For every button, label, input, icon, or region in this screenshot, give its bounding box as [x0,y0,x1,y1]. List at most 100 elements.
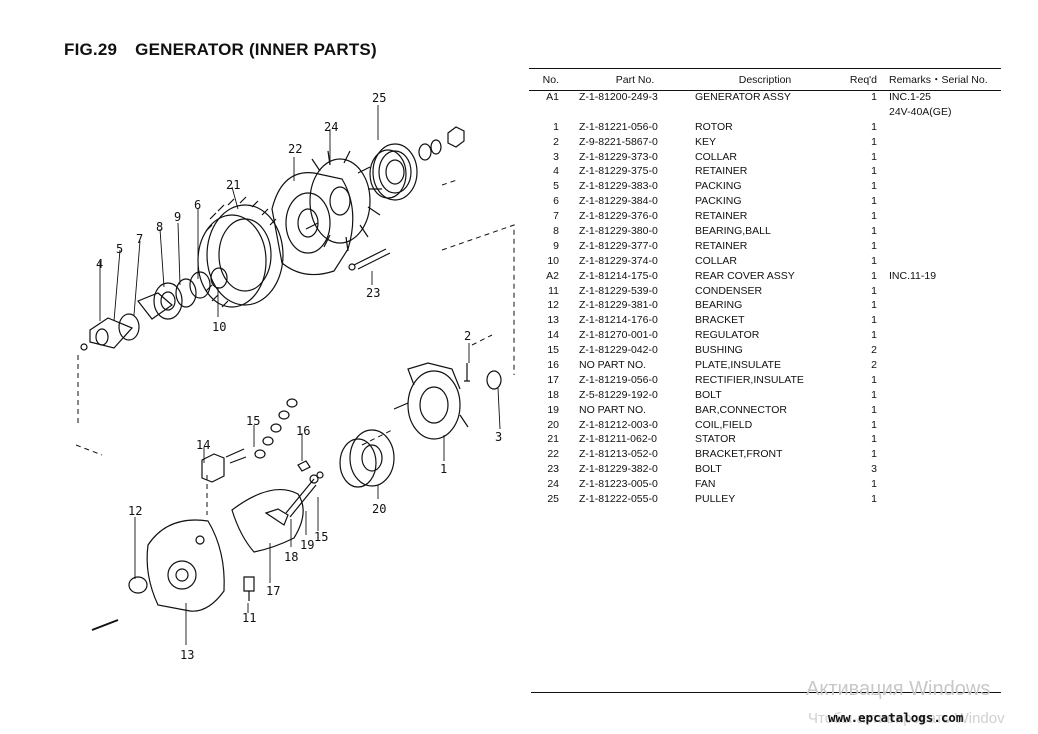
cell-remarks: INC.1-25 [889,91,932,103]
callout-2: 2 [464,329,471,343]
cell-no: 14 [547,329,559,342]
cell-reqd: 2 [871,359,877,372]
cell-no: 10 [547,254,559,267]
cell-reqd: 1 [871,299,877,312]
callout-15-upper: 15 [246,414,260,428]
cell-reqd: 1 [871,91,877,103]
cell-reqd: 1 [871,448,877,461]
cell-remarks: INC.11-19 [889,269,937,282]
front-bracket-drawing [271,172,354,276]
website-url: www.epcatalogs.com [828,710,964,725]
cell-no [529,106,567,121]
cell-remarks [887,478,1001,493]
cell-part-no: Z-1-81229-376-0 [579,210,658,223]
cell-part-no: Z-1-81229-381-0 [579,299,658,312]
cell-remarks [887,344,1001,359]
cell-remarks [887,136,1001,151]
cell-remarks [887,389,1001,404]
cell-reqd: 1 [871,120,877,133]
cell-description: RECTIFIER,INSULATE [695,373,804,386]
cell-remarks [887,374,1001,389]
activation-watermark-sub: Чтобы активировать Windov [808,710,1005,727]
cell-no: A1 [546,91,559,103]
cell-remarks [887,493,1001,508]
cell-description: COLLAR [695,150,738,163]
washer-drawing [418,143,432,161]
cell-reqd: 1 [871,210,877,223]
cell-description: RETAINER [695,165,748,178]
cell-no: 2 [553,135,559,148]
rear-bearing-drawing [128,576,148,594]
callout-20: 20 [372,502,386,516]
cell-no: 6 [553,195,559,208]
cell-description: CONDENSER [695,284,763,297]
callout-6: 6 [194,198,201,212]
cell-reqd: 1 [871,403,877,416]
cell-reqd: 1 [871,225,877,238]
cell-reqd: 1 [871,150,877,163]
table-header-row: No. Part No. Description Req'd Remarks・S… [529,68,1001,91]
callout-23: 23 [366,286,380,300]
rear-bracket-drawing [146,519,225,612]
cell-part-no: Z-1-81213-052-0 [579,448,658,461]
cell-no: 5 [553,180,559,193]
cell-reqd: 1 [871,254,877,267]
figure-name: GENERATOR (INNER PARTS) [135,40,377,59]
parts-table: No. Part No. Description Req'd Remarks・S… [529,68,1001,508]
cell-description: PACKING [695,180,742,193]
cell-part-no: Z-1-81229-374-0 [579,254,658,267]
cell-description: BEARING [695,299,743,312]
cell-remarks [887,463,1001,478]
cell-part-no: Z-5-81229-192-0 [579,388,658,401]
cell-remarks [887,314,1001,329]
cell-description: BEARING,BALL [695,225,771,238]
collar-drawing [210,267,228,289]
cell-part-no: Z-1-81229-380-0 [579,225,658,238]
condenser-drawing [243,576,255,592]
header-remarks: Remarks・Serial No. [887,68,1001,91]
cell-reqd: 1 [871,284,877,297]
regulator-drawing [201,453,225,483]
callout-5: 5 [116,242,123,256]
cell-description: PACKING [695,195,742,208]
callout-3: 3 [495,430,502,444]
cell-no: 4 [553,165,559,178]
cell-no: 24 [547,478,559,491]
cell-reqd: 2 [871,344,877,357]
callout-1: 1 [440,462,447,476]
table-row: 24V-40A(GE) [529,106,1001,121]
cell-reqd: 1 [871,373,877,386]
cell-part-no: Z-1-81270-001-0 [579,329,658,342]
cell-remarks [887,433,1001,448]
cell-reqd: 1 [871,418,877,431]
retainer-drawing [89,317,134,349]
nut-drawing [447,126,465,148]
cell-no: 7 [553,210,559,223]
cell-description: BRACKET [695,314,745,327]
callout-21: 21 [226,178,240,192]
callout-9: 9 [174,210,181,224]
cell-part-no: NO PART NO. [579,359,647,372]
cell-remarks [887,448,1001,463]
bolt-drawing [353,248,391,270]
cell-no: 8 [553,225,559,238]
callout-8: 8 [156,220,163,234]
header-no: No. [529,68,567,91]
cell-reqd: 1 [871,180,877,193]
cell-remarks [887,285,1001,300]
